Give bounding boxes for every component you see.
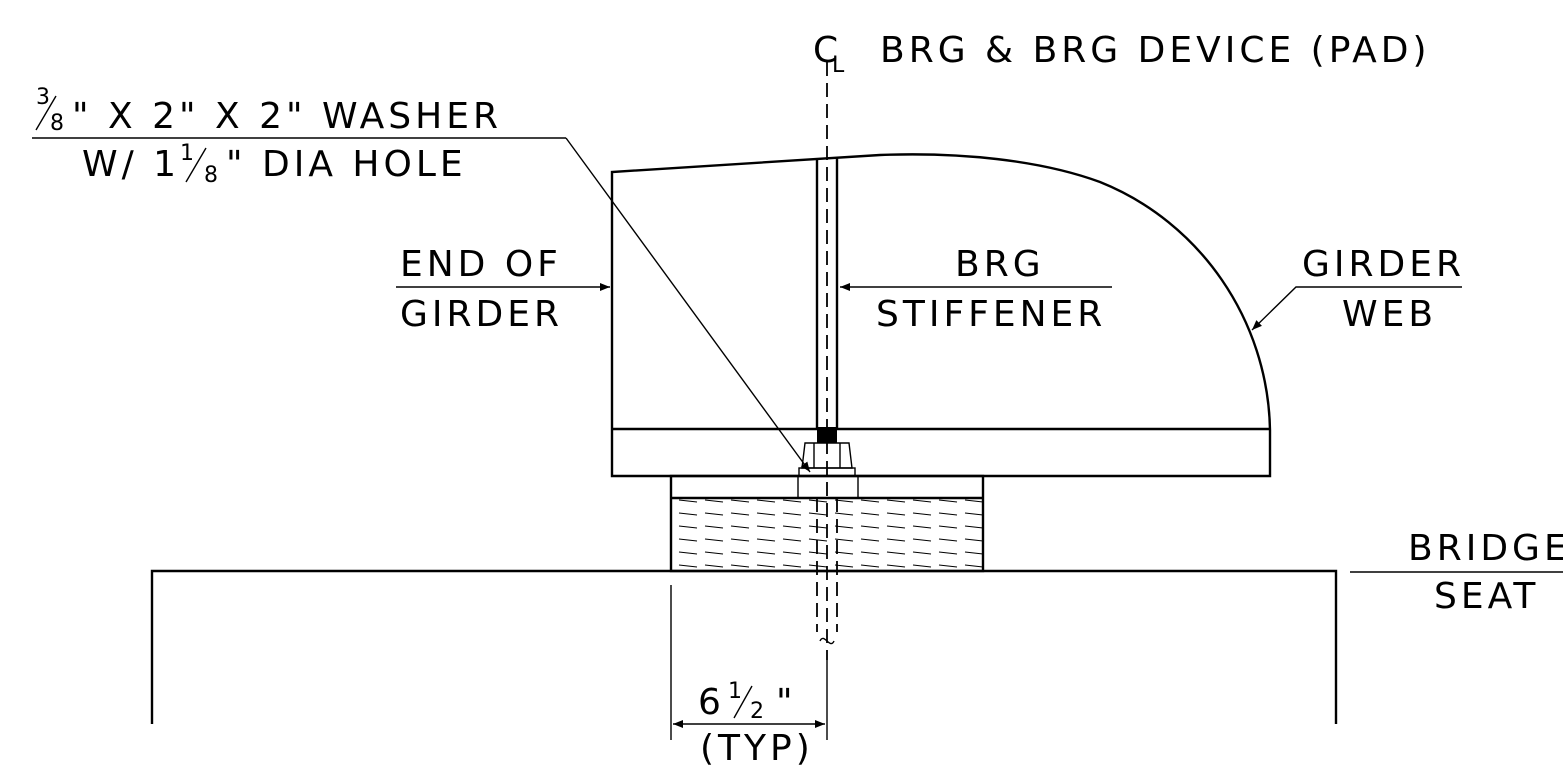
washer-line-2: " DIA HOLE <box>226 144 467 185</box>
brg-stiffener-callout: BRG STIFFENER <box>840 244 1112 335</box>
girder-web-callout: GIRDER WEB <box>1251 244 1465 335</box>
svg-text:8: 8 <box>50 111 64 136</box>
dimension-6-half: 6 1 2 " (TYP) <box>670 585 828 769</box>
washer-callout: 3 8 " X 2" X 2" WASHER W/ 1 1 8 " DIA HO… <box>32 85 811 473</box>
svg-text:GIRDER: GIRDER <box>1302 244 1465 285</box>
svg-text:BRG: BRG <box>955 244 1045 285</box>
centerline-label: C L BRG & BRG DEVICE (PAD) <box>813 30 1431 78</box>
dimension-whole: 6 <box>698 682 725 723</box>
dimension-note: (TYP) <box>700 728 814 769</box>
svg-text:SEAT: SEAT <box>1434 576 1539 617</box>
svg-text:BRIDGE: BRIDGE <box>1408 528 1563 569</box>
washer-line-1: " X 2" X 2" WASHER <box>72 96 502 137</box>
bridge-seat-callout: BRIDGE SEAT <box>1350 528 1563 617</box>
svg-text:STIFFENER: STIFFENER <box>876 294 1106 335</box>
svg-text:3: 3 <box>36 85 50 110</box>
end-of-girder-callout: END OF GIRDER <box>396 244 610 335</box>
svg-text:WEB: WEB <box>1342 294 1437 335</box>
anchor-bolt-assembly <box>797 427 859 645</box>
svg-text:8: 8 <box>204 163 218 188</box>
svg-text:1: 1 <box>728 679 742 704</box>
centerline-symbol: C <box>813 30 842 71</box>
bolt-end <box>817 427 837 443</box>
svg-text:GIRDER: GIRDER <box>400 294 563 335</box>
svg-text:": " <box>776 682 797 723</box>
svg-text:2: 2 <box>750 699 764 724</box>
bearing-stiffener <box>815 158 839 429</box>
girder-outline <box>610 153 1272 478</box>
centerline-sub: L <box>832 53 845 78</box>
washer-leader <box>565 137 811 473</box>
svg-text:1: 1 <box>180 141 194 166</box>
washer-line-2-prefix: W/ 1 <box>82 144 180 185</box>
svg-text:END OF: END OF <box>400 244 562 285</box>
washer-below <box>797 475 859 499</box>
centerline-text: BRG & BRG DEVICE (PAD) <box>880 30 1431 71</box>
